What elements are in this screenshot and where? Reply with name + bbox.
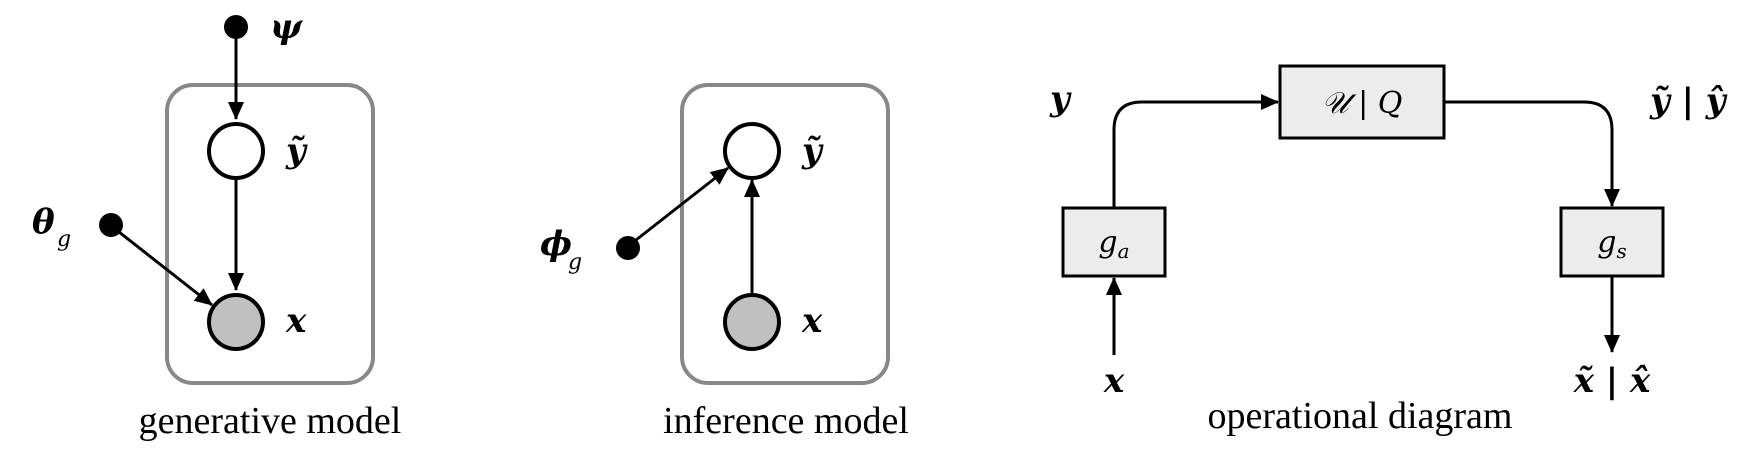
edge-phi-to-y: [635, 166, 729, 242]
phi-subscript: g: [568, 250, 582, 275]
theta-node: [99, 213, 123, 237]
x-input-label: x: [1103, 361, 1125, 401]
y-tilde-label: ỹ: [285, 131, 308, 171]
theta-subscript: g: [57, 227, 71, 252]
quantization-box-label: 𝒰 | Q: [1322, 86, 1403, 121]
edge-ga-to-quantizer: [1112, 94, 1279, 208]
analysis-transform-box: [1061, 206, 1167, 278]
phi-node: [616, 236, 640, 260]
y-label-operational: y: [1049, 79, 1072, 119]
output-x-label: x̃ | x̂: [1573, 361, 1651, 401]
operational-diagram: y 𝒰 | Q ỹ | ŷ ga gs x x̃ | x̂ operationa…: [1049, 64, 1728, 437]
edge-theta-to-x: [118, 230, 213, 307]
quantization-box: [1278, 64, 1446, 140]
operational-caption: operational diagram: [1208, 395, 1513, 437]
phi-label: ϕ: [540, 224, 572, 264]
x-label: x: [285, 301, 307, 341]
generative-plate: [165, 83, 375, 385]
latent-y-node-inference: [723, 122, 781, 180]
latent-y-node: [207, 122, 265, 180]
synthesis-transform-label: gs: [1597, 225, 1626, 263]
output-y-label: ỹ | ŷ: [1649, 81, 1728, 121]
psi-label: ψ: [270, 7, 303, 47]
generative-caption: generative model: [139, 400, 402, 442]
psi-node: [224, 15, 248, 39]
analysis-transform-label: ga: [1098, 225, 1129, 263]
y-tilde-label-inference: ỹ: [801, 131, 824, 171]
theta-label: θ: [32, 202, 55, 242]
observed-x-node-inference: [723, 293, 781, 351]
inference-plate: [680, 83, 890, 385]
edge-quantizer-to-gs: [1444, 100, 1620, 207]
inference-model: ỹ x ϕ g inference model: [540, 83, 909, 442]
generative-model: ψ ỹ θ g x generative model: [32, 7, 401, 442]
observed-x-node: [207, 293, 265, 351]
x-label-inference: x: [801, 301, 823, 341]
inference-caption: inference model: [663, 400, 909, 442]
